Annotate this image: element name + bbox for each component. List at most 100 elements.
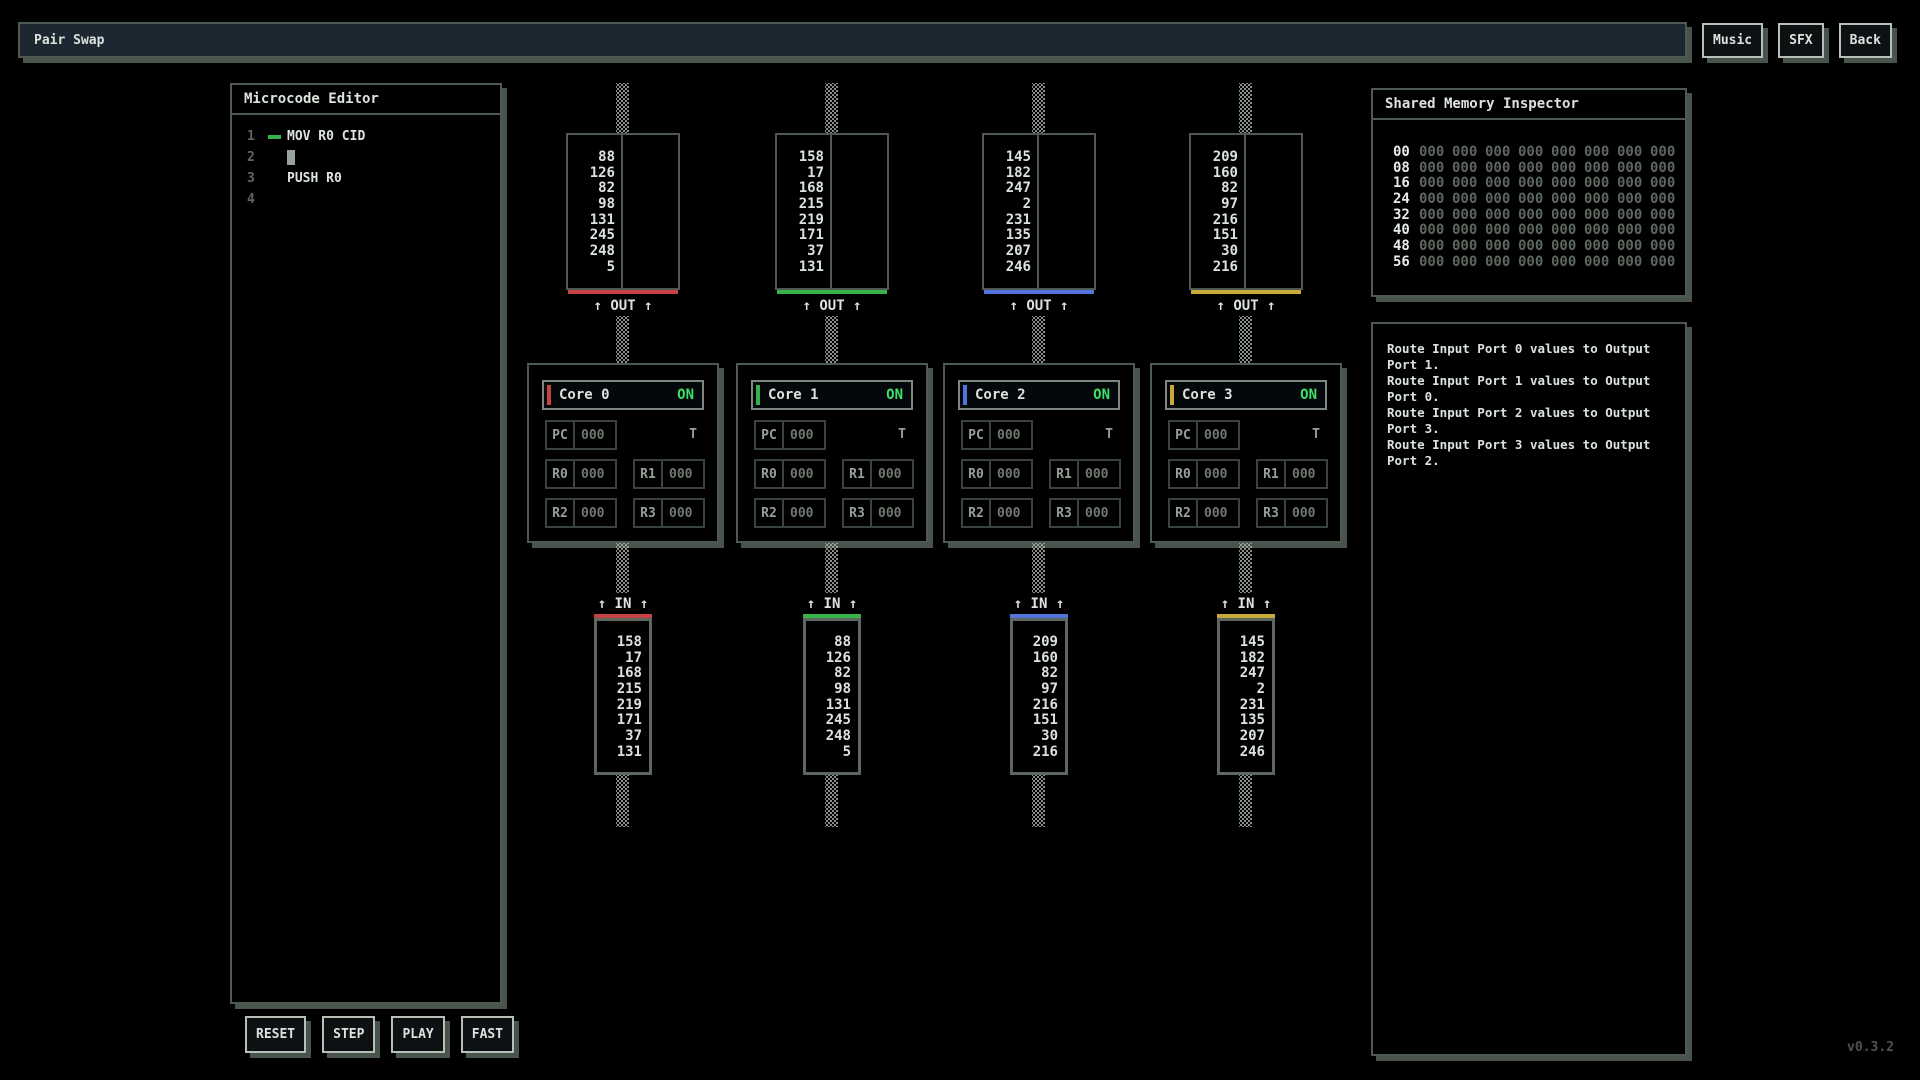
memory-cell: 000 — [1518, 159, 1544, 176]
memory-cell: 000 — [1518, 222, 1544, 239]
stack-value: 168 — [616, 665, 642, 682]
bus-cable — [616, 543, 629, 593]
stack-value: 248 — [825, 728, 851, 745]
button-step[interactable]: STEP — [322, 1016, 376, 1053]
core-power-toggle[interactable]: ON — [1300, 387, 1317, 403]
objective-line: Route Input Port 1 values to Output Port… — [1387, 373, 1651, 404]
register-value: 000 — [1204, 466, 1228, 482]
button-play[interactable]: PLAY — [391, 1016, 445, 1053]
memory-cell: 000 — [1551, 191, 1577, 208]
memory-cell: 000 — [1650, 206, 1676, 223]
t-flag: T — [898, 427, 906, 442]
memory-cell: 000 — [1419, 159, 1445, 176]
stack-value: 145 — [1239, 634, 1265, 650]
memory-panel-header: Shared Memory Inspector — [1373, 90, 1685, 120]
register-value: 000 — [1085, 505, 1109, 521]
memory-cell: 000 — [1650, 238, 1676, 255]
line-number: 1 — [247, 129, 255, 144]
button-back[interactable]: Back — [1838, 23, 1892, 58]
stack-value: 131 — [798, 258, 824, 275]
memory-cell: 000 — [1650, 175, 1676, 192]
memory-cell: 000 — [1650, 191, 1676, 208]
button-fast[interactable]: FAST — [460, 1016, 515, 1053]
stack-value: 30 — [1041, 728, 1058, 745]
register-value: 000 — [581, 505, 605, 521]
core-power-toggle[interactable]: ON — [1093, 387, 1110, 403]
stack-value: 30 — [1221, 243, 1238, 260]
stack-value: 98 — [834, 681, 851, 698]
stack-value: 160 — [1212, 164, 1238, 181]
stack-value: 247 — [1005, 180, 1031, 197]
stack-value: 216 — [1032, 743, 1058, 760]
marker-slot — [268, 134, 287, 139]
editor-panel-header: Microcode Editor — [232, 85, 500, 115]
stack-value: 231 — [1239, 696, 1265, 713]
stack-value: 215 — [616, 681, 642, 698]
register-value: 000 — [1204, 505, 1228, 521]
memory-address: 40 — [1393, 222, 1410, 239]
stack-value: 215 — [798, 196, 824, 213]
t-flag: T — [689, 427, 697, 442]
bus-cable — [825, 83, 838, 133]
stack-value: 182 — [1005, 164, 1031, 181]
button-music[interactable]: Music — [1702, 23, 1764, 58]
register-value: 000 — [1292, 466, 1316, 482]
register-value: 000 — [790, 427, 814, 443]
core-accent-icon — [963, 385, 967, 405]
core-accent-icon — [756, 385, 760, 405]
stack-value: 246 — [1005, 258, 1031, 275]
register-value: 000 — [878, 466, 902, 482]
line-number: 3 — [247, 171, 255, 186]
core-power-toggle[interactable]: ON — [886, 387, 903, 403]
memory-cell: 000 — [1485, 191, 1511, 208]
button-reset[interactable]: RESET — [245, 1016, 307, 1053]
stack-value: 219 — [798, 211, 824, 228]
memory-address: 24 — [1393, 191, 1410, 208]
port-color-bar — [803, 614, 861, 618]
memory-cell: 000 — [1452, 159, 1478, 176]
button-sfx[interactable]: SFX — [1778, 23, 1824, 58]
memory-cell: 000 — [1617, 206, 1643, 223]
register-value: 000 — [790, 466, 814, 482]
level-title: Pair Swap — [34, 32, 105, 48]
editor-line[interactable]: 4 — [247, 189, 500, 210]
memory-cell: 000 — [1518, 144, 1544, 160]
editor-line[interactable]: 2 — [247, 147, 500, 168]
stack-value: 158 — [798, 149, 824, 165]
memory-cell: 000 — [1419, 206, 1445, 223]
in-port-label: ↑ IN ↑ — [1220, 596, 1272, 612]
memory-address: 56 — [1393, 253, 1410, 270]
core-accent-icon — [1170, 385, 1174, 405]
memory-cell: 000 — [1419, 238, 1445, 255]
level-title-bar: Pair Swap — [18, 22, 1687, 58]
memory-cell: 000 — [1518, 175, 1544, 192]
memory-title: Shared Memory Inspector — [1385, 96, 1579, 112]
stack-value: 82 — [598, 180, 615, 197]
port-color-bar — [1010, 614, 1068, 618]
memory-cell: 000 — [1419, 253, 1445, 270]
code-text — [287, 150, 295, 165]
memory-cell: 000 — [1551, 144, 1577, 160]
memory-cell: 000 — [1650, 222, 1676, 239]
memory-cell: 000 — [1452, 144, 1478, 160]
core-power-toggle[interactable]: ON — [677, 387, 694, 403]
port-color-bar — [1191, 290, 1301, 294]
bus-cable — [1239, 543, 1252, 593]
bus-cable — [1032, 316, 1045, 363]
